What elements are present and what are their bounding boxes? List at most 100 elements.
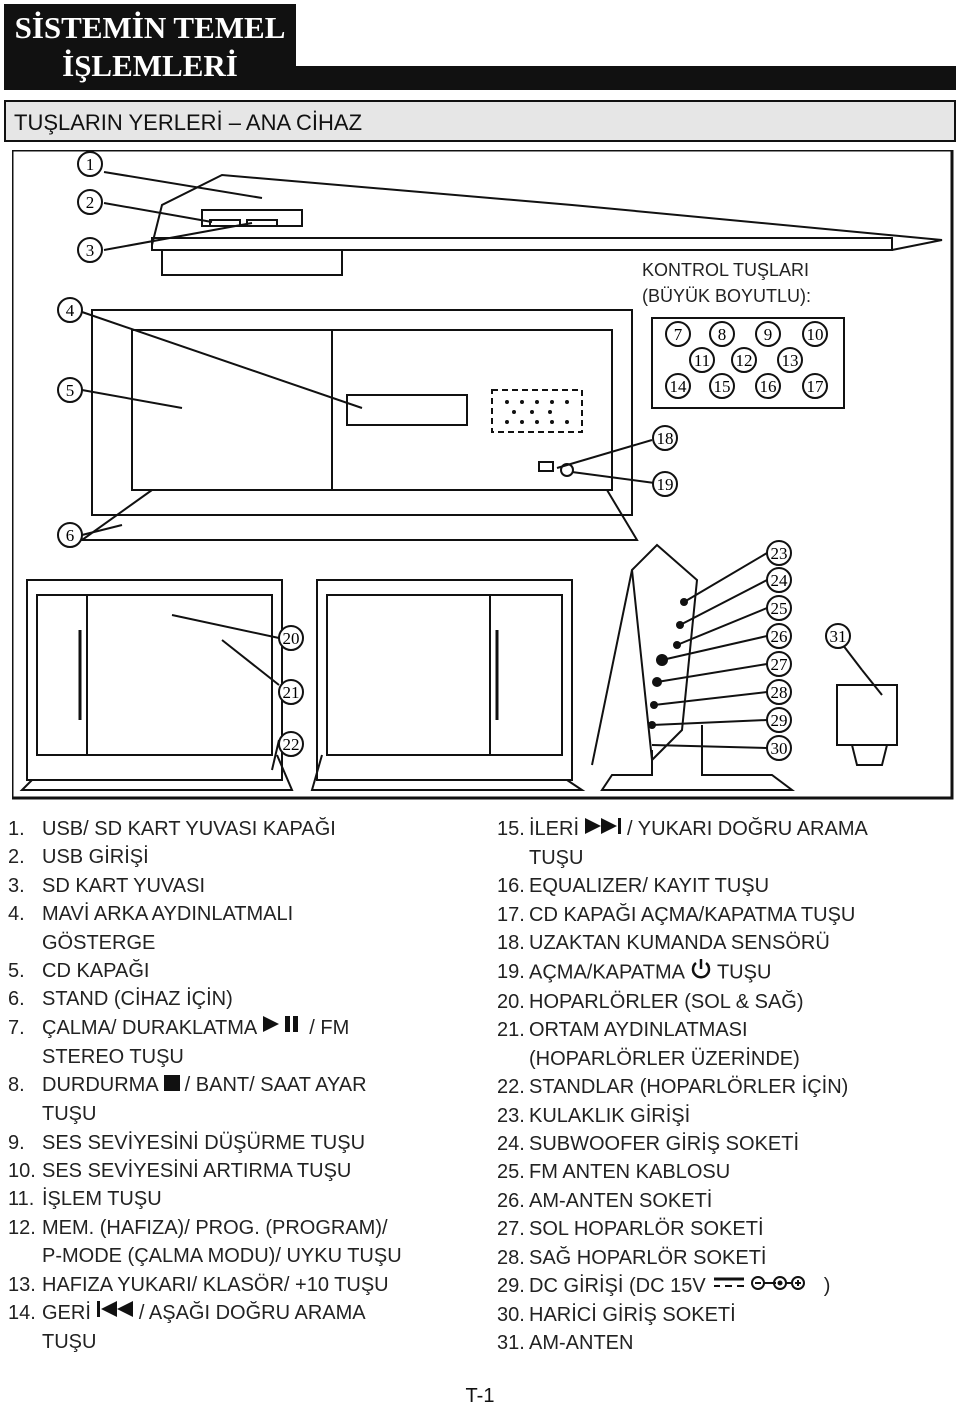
legend-number: 28. [497, 1246, 525, 1269]
legend-text-suffix: / YUKARI DOĞRU ARAMA [627, 818, 868, 840]
svg-text:24: 24 [771, 571, 789, 590]
callout-11: 11 [689, 347, 715, 373]
legend-number: 31. [497, 1332, 525, 1355]
svg-text:16: 16 [760, 377, 777, 396]
legend-number: 12. [8, 1216, 36, 1239]
legend-item: 3. SD KART YUVASI [8, 872, 402, 900]
callout-9: 9 [755, 321, 781, 347]
legend-item: 26.AM-ANTEN SOKETİ [497, 1187, 868, 1215]
svg-text:9: 9 [764, 325, 773, 344]
callout-27: 27 [766, 651, 792, 677]
svg-text:15: 15 [714, 377, 731, 396]
svg-text:3: 3 [86, 241, 95, 260]
page-number: T-1 [465, 1385, 495, 1407]
callout-14: 14 [665, 373, 691, 399]
legend-item: 4. MAVİ ARKA AYDINLATMALI [8, 900, 402, 928]
legend-text: FM ANTEN KABLOSU [529, 1161, 731, 1184]
legend-item: 1.USB/ SD KART YUVASI KAPAĞI [8, 815, 402, 843]
svg-text:23: 23 [771, 544, 788, 563]
legend-number: 19. [497, 960, 525, 983]
svg-text:28: 28 [771, 683, 788, 702]
legend-item: 14.GERİ/ AŞAĞI DOĞRU ARAMA [8, 1299, 402, 1328]
legend-item: 29.DC GİRİŞİ (DC 15V) [497, 1272, 868, 1301]
control-keys-title-line1: KONTROL TUŞLARI [642, 260, 810, 280]
callout-10: 10 [802, 321, 828, 347]
legend-number: 9. [8, 1131, 25, 1154]
callout-1: 1 [77, 151, 103, 177]
legend-item: 9.SES SEVİYESİNİ DÜŞÜRME TUŞU [8, 1129, 402, 1157]
legend-text-suffix: / BANT/ SAAT AYAR [184, 1074, 367, 1097]
legend-text-suffix: ) [823, 1275, 831, 1298]
legend-number: 26. [497, 1189, 525, 1212]
svg-text:5: 5 [66, 381, 75, 400]
stop-icon [163, 1072, 181, 1100]
svg-text:25: 25 [771, 599, 788, 618]
legend-text: SUBWOOFER GİRİŞ SOKETİ [529, 1132, 800, 1155]
legend-number: 22. [497, 1076, 525, 1099]
legend-number: 4. [8, 903, 25, 926]
legend-number: 23. [497, 1104, 525, 1127]
callout-26: 26 [766, 623, 792, 649]
callout-23: 23 [766, 540, 792, 566]
legend-item: 16.EQUALIZER/ KAYIT TUŞU [497, 872, 868, 900]
svg-text:22: 22 [283, 735, 300, 754]
legend-number: 30. [497, 1303, 525, 1326]
legend-number: 20. [497, 990, 525, 1013]
legend-item: 12. MEM. (HAFIZA)/ PROG. (PROGRAM)/ [8, 1214, 402, 1242]
callout-5: 5 [57, 377, 83, 403]
legend-text: TUŞU [42, 1103, 97, 1126]
legend-item: TUŞU [497, 844, 868, 872]
legend-number: 5. [8, 960, 25, 983]
legend-number: 2. [8, 846, 25, 869]
svg-text:19: 19 [657, 475, 674, 494]
legend-item: 8. DURDURMA / BANT/ SAAT AYAR [8, 1071, 402, 1100]
legend-text: DURDURMA [42, 1074, 159, 1097]
svg-text:10: 10 [807, 325, 824, 344]
legend-text: KULAKLIK GİRİŞİ [529, 1104, 691, 1127]
legend-text: GÖSTERGE [42, 931, 156, 954]
legend-text: MAVİ ARKA AYDINLATMALI [42, 903, 294, 926]
legend-item: GÖSTERGE [8, 929, 402, 957]
svg-text:7: 7 [674, 325, 683, 344]
callout-2: 2 [77, 189, 103, 215]
callout-3: 3 [77, 237, 103, 263]
legend-text: (HOPARLÖRLER ÜZERİNDE) [529, 1047, 800, 1070]
legend-text: HOPARLÖRLER (SOL & SAĞ) [529, 990, 804, 1013]
legend-number: 18. [497, 932, 525, 955]
callout-17: 17 [802, 373, 828, 399]
callout-30: 30 [766, 735, 792, 761]
legend-text: DC GİRİŞİ (DC 15V [529, 1275, 706, 1298]
legend-text: SD KART YUVASI [42, 874, 206, 897]
svg-text:6: 6 [66, 526, 75, 545]
legend-item: 6.STAND (CİHAZ İÇİN) [8, 985, 402, 1013]
legend-number: 8. [8, 1074, 25, 1097]
legend-number: 17. [497, 903, 525, 926]
svg-text:1: 1 [86, 155, 95, 174]
legend-number: 14. [8, 1301, 36, 1324]
legend-text: TUŞU [529, 846, 584, 869]
play-pause-icon [261, 1014, 305, 1042]
callout-15: 15 [709, 373, 735, 399]
legend-item: 27.SOL HOPARLÖR SOKETİ [497, 1215, 868, 1243]
callout-29: 29 [766, 707, 792, 733]
legend-number: 3. [8, 874, 25, 897]
svg-text:13: 13 [782, 351, 799, 370]
legend-text: HAFIZA YUKARI/ KLASÖR/ +10 TUŞU [42, 1273, 389, 1296]
svg-text:21: 21 [283, 683, 300, 702]
legend-item: 5.CD KAPAĞI [8, 957, 402, 985]
svg-text:18: 18 [657, 429, 674, 448]
callout-19: 19 [652, 471, 678, 497]
legend-text: P-MODE (ÇALMA MODU)/ UYKU TUŞU [42, 1245, 402, 1268]
legend-number: 15. [497, 818, 525, 840]
legend-text: AM-ANTEN SOKETİ [529, 1189, 713, 1212]
legend-item: 2.USB GİRİŞİ [8, 843, 402, 871]
callout-16: 16 [755, 373, 781, 399]
svg-text:2: 2 [86, 193, 95, 212]
legend-item: TUŞU [8, 1100, 402, 1128]
legend-text: CD KAPAĞI AÇMA/KAPATMA TUŞU [529, 903, 856, 926]
legend-number: 16. [497, 875, 525, 898]
legend-text: İLERİ [529, 818, 580, 840]
legend-item: 7.ÇALMA/ DURAKLATMA/ FM [8, 1014, 402, 1043]
legend-text: MEM. (HAFIZA)/ PROG. (PROGRAM)/ [42, 1216, 388, 1239]
